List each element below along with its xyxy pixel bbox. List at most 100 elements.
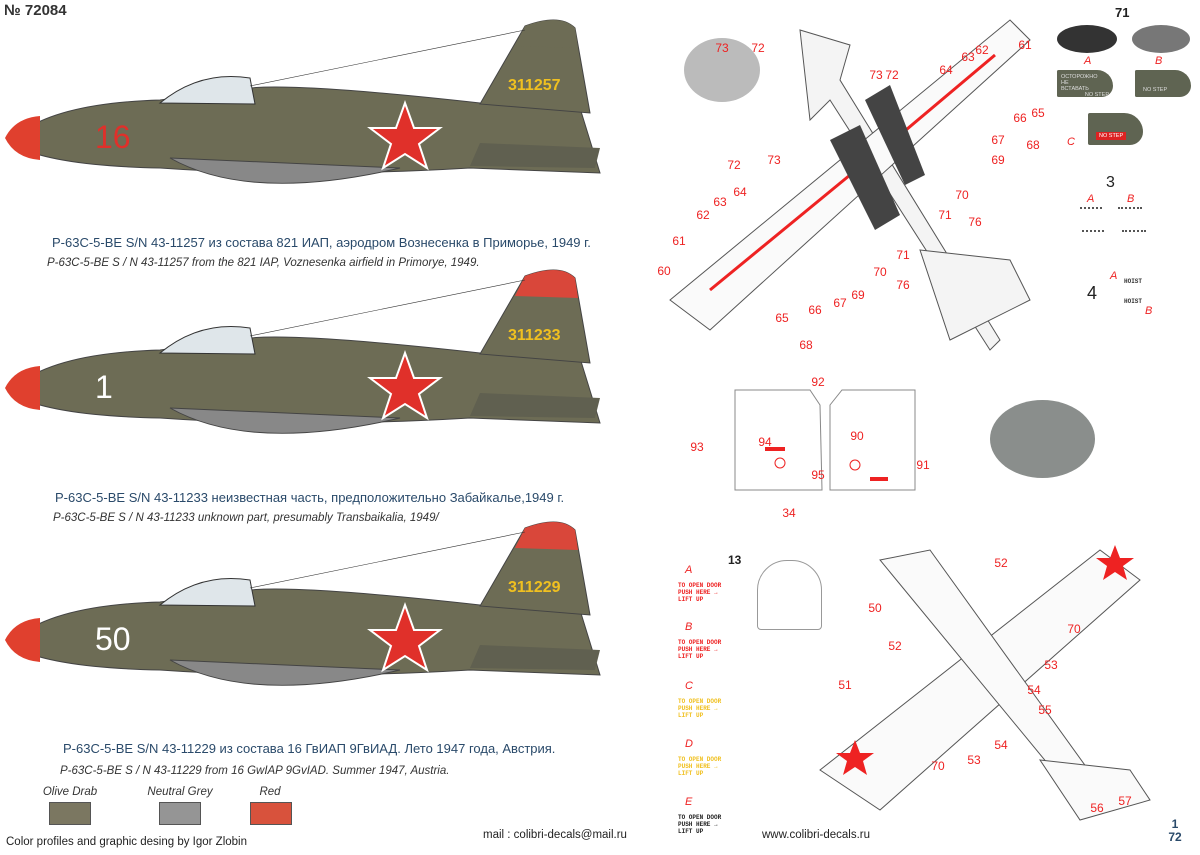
side-code: 1 — [95, 369, 113, 405]
antenna-wire — [249, 279, 526, 337]
swatch-label: Red — [259, 786, 281, 798]
callout-76: 76 — [968, 215, 982, 229]
callout-61: 61 — [672, 234, 686, 248]
callout-62: 62 — [696, 208, 710, 222]
decal-4-letter: A — [1110, 270, 1118, 282]
callout-71: 71 — [896, 248, 910, 262]
aircraft-profile-1: 16 311257 — [5, 19, 601, 184]
callout-73: 73 — [715, 41, 729, 55]
walkway-strip — [865, 85, 925, 185]
website-link[interactable]: www.colibri-decals.ru — [762, 829, 871, 841]
callout-34: 34 — [782, 506, 796, 520]
door-stencil: TO OPEN DOOR PUSH HERE → LIFT UP — [678, 756, 722, 777]
tail-tip — [515, 19, 578, 48]
decal-71-letter: C — [1067, 136, 1075, 148]
callout-66: 66 — [808, 303, 822, 317]
stabilizer — [470, 393, 600, 418]
decal-13-letter: E — [685, 796, 693, 808]
caption-ru-1: P-63C-5-BE S/N 43-11257 из состава 821 И… — [52, 235, 591, 250]
callout-92: 92 — [811, 375, 825, 389]
decal-13-letter: C — [685, 680, 693, 692]
callout-63: 63 — [961, 50, 975, 64]
callout-69: 69 — [851, 288, 865, 302]
swatch-neutral-grey: Neutral Grey — [140, 786, 220, 825]
nose-spinner — [5, 116, 40, 160]
callout-73: 73 — [767, 153, 781, 167]
callout-60: 60 — [657, 264, 671, 278]
hoist-stencil: HOIST — [1124, 278, 1143, 285]
decal-71-number: 71 — [1115, 5, 1130, 20]
red-star — [367, 100, 443, 171]
callout-93: 93 — [690, 440, 704, 454]
door-outline — [757, 560, 822, 630]
no-step-text: NO STEP — [1096, 132, 1127, 140]
callout-72: 72 — [751, 41, 765, 55]
callout-72: 72 — [885, 68, 899, 82]
callout-54: 54 — [994, 738, 1008, 752]
callout-51: 51 — [838, 678, 852, 692]
credit: Color profiles and graphic desing by Igo… — [6, 836, 247, 848]
decal-13-number: 13 — [728, 553, 742, 567]
callout-73: 73 — [869, 68, 883, 82]
callout-71: 71 — [938, 208, 952, 222]
callout-54: 54 — [1027, 683, 1041, 697]
callout-63: 63 — [713, 195, 727, 209]
caption-ru-3: P-63C-5-BE S/N 43-11229 из состава 16 Гв… — [63, 741, 556, 756]
top-plan-view — [669, 19, 1031, 351]
callout-70: 70 — [931, 759, 945, 773]
stabilizer — [470, 645, 600, 670]
callout-56: 56 — [1090, 801, 1104, 815]
swatch-color — [250, 802, 292, 825]
antenna-wire — [249, 531, 526, 589]
fuselage — [19, 588, 601, 676]
bottom-plan-view — [819, 545, 1151, 821]
callout-62: 62 — [975, 43, 989, 57]
nose-spinner — [5, 366, 40, 410]
decal-13-letter: A — [685, 564, 693, 576]
callout-53: 53 — [967, 753, 981, 767]
fuselage — [19, 336, 601, 424]
door-stencil: TO OPEN DOOR PUSH HERE → LIFT UP — [678, 582, 722, 603]
canopy — [158, 75, 256, 105]
detail-photo-wing — [684, 38, 760, 102]
decal-71a-stencil: ОСТОРОЖНО НЕ ВСТАВАТЬ NO STEP — [1057, 70, 1113, 98]
callout-53: 53 — [1044, 658, 1058, 672]
callout-95: 95 — [811, 468, 825, 482]
callout-69: 69 — [991, 153, 1005, 167]
callout-57: 57 — [1118, 794, 1132, 808]
stencil-3a — [1082, 230, 1104, 236]
wing — [169, 659, 401, 686]
tail-serial: 311229 — [508, 579, 561, 596]
swatch-label: Olive Drab — [42, 786, 98, 798]
callout-91: 91 — [916, 458, 930, 472]
mail-link[interactable]: mail : colibri-decals@mail.ru — [483, 829, 627, 841]
wing — [169, 157, 401, 184]
callout-65: 65 — [775, 311, 789, 325]
caption-en-1: P-63C-5-BE S / N 43-11257 from the 821 I… — [47, 257, 480, 269]
decal-13-letter: D — [685, 738, 693, 750]
sheet-number: № 72084 — [4, 2, 67, 19]
decal-13-letter: B — [685, 621, 693, 633]
hoist-stencil: HOIST — [1124, 298, 1143, 305]
swatch-red: Red — [250, 786, 292, 825]
aircraft-profile-2: 1 311233 — [5, 269, 601, 434]
callout-55: 55 — [1038, 703, 1052, 717]
caption-ru-2: P-63C-5-BE S/N 43-11233 неизвестная част… — [55, 490, 565, 505]
caption-en-2: P-63C-5-BE S / N 43-11233 unknown part, … — [53, 512, 439, 524]
decal-71c-stencil: NO STEP — [1088, 113, 1143, 145]
callout-90: 90 — [850, 429, 864, 443]
callout-64: 64 — [733, 185, 747, 199]
door-stencil: TO OPEN DOOR PUSH HERE → LIFT UP — [678, 639, 722, 660]
callout-67: 67 — [991, 133, 1005, 147]
door-stencil: TO OPEN DOOR PUSH HERE → LIFT UP — [678, 814, 722, 835]
stencil-3b — [1118, 207, 1142, 213]
wing — [169, 407, 401, 434]
callout-94: 94 — [758, 435, 772, 449]
red-star — [367, 602, 443, 673]
side-code: 16 — [95, 119, 131, 155]
tail-serial: 311233 — [508, 327, 561, 344]
decal-71a-photo — [1057, 25, 1117, 53]
callout-68: 68 — [799, 338, 813, 352]
tail-tip — [515, 269, 578, 298]
